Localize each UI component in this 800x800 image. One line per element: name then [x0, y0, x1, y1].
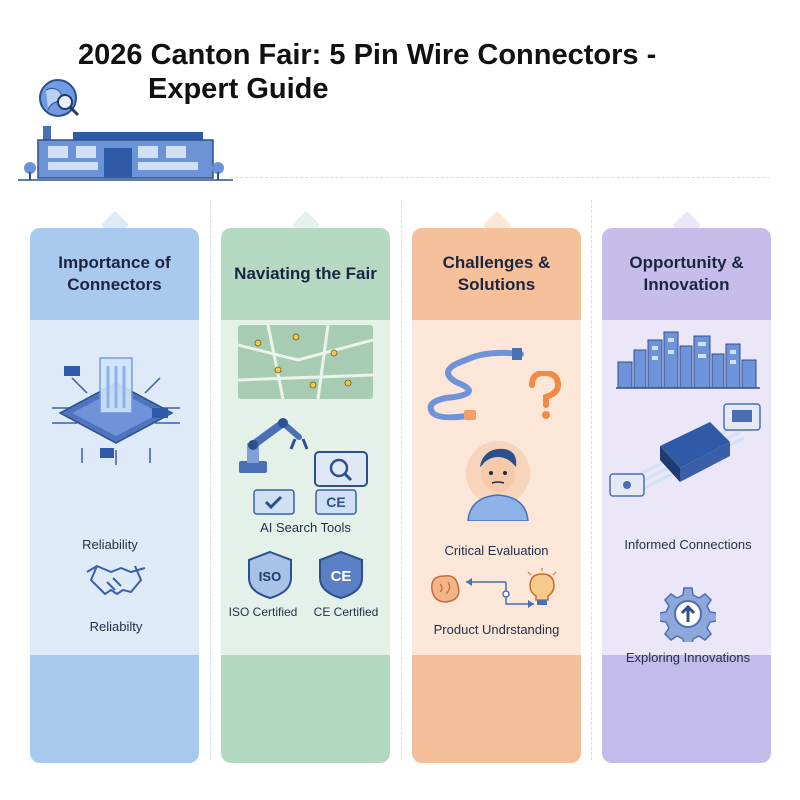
chip-icon — [52, 357, 180, 465]
column-importance: Importance of Connectors Reliability Rel… — [30, 210, 199, 763]
magnifier-tablet-icon — [314, 451, 368, 487]
column-divider — [591, 200, 592, 760]
column-heading: Importance of Connectors — [30, 228, 199, 320]
city-skyline-icon — [616, 331, 760, 389]
title-line-1: 2026 Canton Fair: 5 Pin Wire Connectors … — [78, 39, 657, 71]
ai-search-label: AI Search Tools — [260, 520, 351, 535]
lightbulb-icon — [527, 568, 557, 605]
reliability-label-2: Reliabilty — [89, 619, 143, 634]
gear-upload-icon — [660, 587, 716, 642]
reliability-label: Reliability — [82, 537, 138, 552]
column-heading: Opportunity & Innovation — [602, 228, 771, 320]
column-challenges: Challenges & Solutions Critical Evaluati… — [412, 210, 581, 763]
question-mark-icon — [529, 371, 562, 419]
title-line-2: Expert Guide — [148, 73, 329, 105]
critical-evaluation-label: Critical Evaluation — [444, 543, 549, 558]
column-footer — [602, 655, 771, 763]
iso-label: ISO Certified — [228, 605, 298, 619]
ce-shield-text: CE — [331, 568, 352, 585]
informed-connections-label: Informed Connections — [624, 537, 752, 552]
cable-icon — [427, 348, 524, 421]
column-heading: Naviating the Fair — [221, 228, 390, 320]
handshake-icon — [86, 565, 146, 595]
ce-shield-icon: CE — [319, 550, 363, 600]
column-footer — [221, 655, 390, 763]
robot-arm-icon — [239, 418, 309, 473]
column-footer — [412, 655, 581, 763]
factory-globe-icon — [18, 79, 233, 181]
header-divider — [230, 177, 770, 178]
product-understanding-label: Product Undrstanding — [433, 622, 560, 637]
map-icon — [238, 325, 373, 399]
iso-shield-text: ISO — [259, 569, 281, 584]
column-opportunity: Opportunity & Innovation Informed — [602, 210, 771, 763]
column-footer — [30, 655, 199, 763]
page-title: 2026 Canton Fair: 5 Pin Wire Connectors … — [78, 38, 778, 106]
exploring-innovations-label: Exploring Innovations — [625, 650, 751, 665]
ce-mark-icon: CE — [315, 489, 357, 515]
ce-mark-text: CE — [326, 494, 345, 510]
iso-shield-icon: ISO — [248, 550, 292, 600]
ce-label: CE Certified — [313, 605, 379, 619]
column-navigating: Naviating the Fair CE AI Search Tools IS — [221, 210, 390, 763]
column-divider — [401, 200, 402, 760]
connector-icon — [609, 403, 761, 497]
checkmark-icon — [253, 489, 295, 515]
column-divider — [210, 200, 211, 760]
thinking-person-icon — [466, 441, 530, 521]
column-heading: Challenges & Solutions — [412, 228, 581, 320]
brain-icon — [431, 574, 534, 608]
